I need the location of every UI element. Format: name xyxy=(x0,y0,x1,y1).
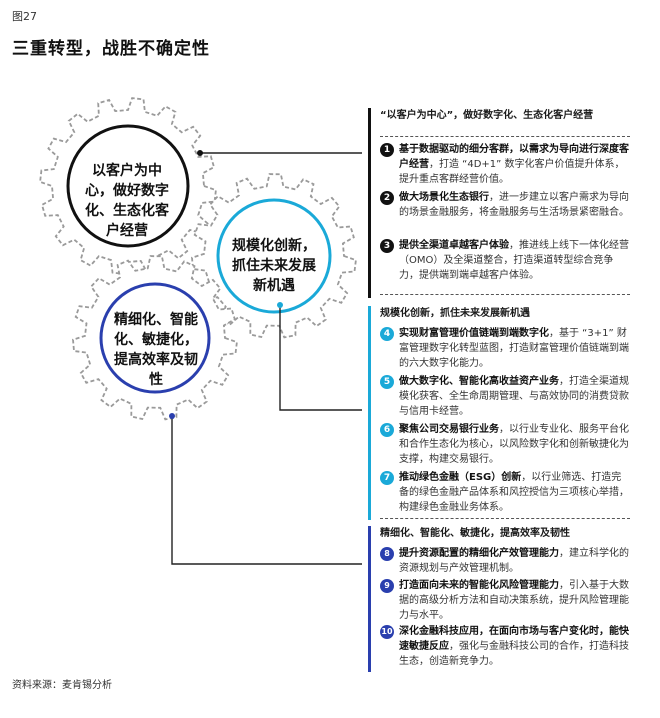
item-text: 聚焦公司交易银行业务，以行业专业化、服务平台化和合作生态化为核心，以风险数字化和… xyxy=(399,422,631,467)
item-rest: ，进一步建立以客户需求为导向的场景金融服务，将金融服务与生活场景紧密融合。 xyxy=(399,192,629,218)
section-bar xyxy=(368,108,371,298)
item-rest: ，打造 “4D+1” 数字化客户价值提升体系，提升重点客群经营价值。 xyxy=(399,159,625,185)
number-badge: 7 xyxy=(380,471,394,485)
number-badge: 5 xyxy=(380,375,394,389)
item-text: 做大场景化生态银行，进一步建立以客户需求为导向的场景金融服务，将金融服务与生活场… xyxy=(399,190,631,220)
number-badge: 3 xyxy=(380,239,394,253)
section-divider xyxy=(380,294,630,295)
connector-dot-1 xyxy=(197,150,203,156)
item-text: 打造面向未来的智能化风险管理能力，引入基于大数据的高级分析方法和自动决策系统，提… xyxy=(399,578,631,623)
gear-text-customer: 以客户为中心，做好数字化、生态化客户经营 xyxy=(85,163,169,239)
item-rest: ，以行业筛选、打造完备的绿色金融产品体系和风控授信为三项核心举措，构建绿色金融业… xyxy=(399,472,629,513)
gear-inner-ring xyxy=(66,124,190,248)
item-rest: ，基于 “3+1” 财富管理数字化转型蓝图，打造财富管理价值链端到端的六大数字化… xyxy=(399,328,629,369)
connector-dot-3 xyxy=(169,413,175,419)
item-text: 深化金融科技应用，在面向市场与客户变化时，能快速敏捷反应，强化与金融科技公司的合… xyxy=(399,624,631,669)
number-badge: 6 xyxy=(380,423,394,437)
item-text: 提供全渠道卓越客户体验，推进线上线下一体化经营（OMO）及全渠道整合，打造渠道转… xyxy=(399,238,631,283)
gear-inner-ring xyxy=(216,198,332,314)
item-bold: 打造面向未来的智能化风险管理能力 xyxy=(399,580,559,591)
section-title: 精细化、智能化、敏捷化，提高效率及韧性 xyxy=(380,528,570,539)
item-bold: 推动绿色金融（ESG）创新 xyxy=(399,472,522,483)
connector-lines xyxy=(171,152,362,565)
item-rest: ，强化与金融科技公司的合作，打造科技生态，创造新竞争力。 xyxy=(399,641,629,667)
number-badge: 8 xyxy=(380,547,394,561)
item-text: 推动绿色金融（ESG）创新，以行业筛选、打造完备的绿色金融产品体系和风控授信为三… xyxy=(399,470,631,515)
connector-dot-2 xyxy=(277,302,283,308)
item-rest: ，引入基于大数据的高级分析方法和自动决策系统，提升风险管理能力与水平。 xyxy=(399,580,629,621)
number-badge: 2 xyxy=(380,191,394,205)
item-rest: ，打造全渠道规模化获客、全生命周期管理、与高效协同的消费贷款与信用卡经营。 xyxy=(399,376,629,417)
section-divider xyxy=(380,136,630,137)
section-bar xyxy=(368,526,371,672)
gear-innovation xyxy=(191,173,357,339)
item-rest: ，推进线上线下一体化经营（OMO）及全渠道整合，打造渠道转型综合竞争力，提供端到… xyxy=(399,240,629,281)
item-bold: 基于数据驱动的细分客群，以需求为导向进行深度客户经营 xyxy=(399,144,629,170)
item-bold: 提供全渠道卓越客户体验 xyxy=(399,240,509,251)
gear-text-efficiency: 精细化、智能化、敏捷化，提高效率及韧性 xyxy=(114,312,198,388)
item-bold: 做大场景化生态银行 xyxy=(399,192,489,203)
figure-label: 图27 xyxy=(12,10,37,23)
section-title: 规模化创新，抓住未来发展新机遇 xyxy=(380,308,530,319)
connector-2 xyxy=(279,305,362,411)
section-customer: “以客户为中心”，做好数字化、生态化客户经营 1 基于数据驱动的细分客群，以需求… xyxy=(368,108,630,298)
gear-efficiency xyxy=(72,255,238,421)
gear-inner-ring xyxy=(99,282,211,394)
item-bold: 深化金融科技应用，在面向市场与客户变化时，能快速敏捷反应 xyxy=(399,626,629,652)
item-bold: 做大数字化、智能化高收益资产业务 xyxy=(399,376,559,387)
number-badge: 1 xyxy=(380,143,394,157)
item-text: 基于数据驱动的细分客群，以需求为导向进行深度客户经营，打造 “4D+1” 数字化… xyxy=(399,142,631,187)
item-bold: 实现财富管理价值链端到端数字化 xyxy=(399,328,549,339)
section-efficiency: 精细化、智能化、敏捷化，提高效率及韧性 8 提升资源配置的精细化产效管理能力，建… xyxy=(368,526,630,672)
item-text: 做大数字化、智能化高收益资产业务，打造全渠道规模化获客、全生命周期管理、与高效协… xyxy=(399,374,631,419)
section-innovation: 规模化创新，抓住未来发展新机遇 4 实现财富管理价值链端到端数字化，基于 “3+… xyxy=(368,306,630,520)
number-badge: 9 xyxy=(380,579,394,593)
gear-text-innovation: 规模化创新，抓住未来发展新机遇 xyxy=(232,238,316,294)
number-badge: 10 xyxy=(380,625,394,639)
section-divider xyxy=(380,518,630,519)
gear-customer-centric xyxy=(39,97,217,275)
item-rest: ，建立科学化的资源规划与产效管理机制。 xyxy=(399,548,629,574)
item-bold: 聚焦公司交易银行业务 xyxy=(399,424,499,435)
section-bar xyxy=(368,306,371,520)
page-title: 三重转型，战胜不确定性 xyxy=(12,39,210,59)
item-rest: ，以行业专业化、服务平台化和合作生态化为核心，以风险数字化和创新敏捷化为支撑，构… xyxy=(399,424,629,465)
section-title: “以客户为中心”，做好数字化、生态化客户经营 xyxy=(380,110,594,121)
item-bold: 提升资源配置的精细化产效管理能力 xyxy=(399,548,559,559)
connector-3 xyxy=(171,416,362,565)
item-text: 提升资源配置的精细化产效管理能力，建立科学化的资源规划与产效管理机制。 xyxy=(399,546,631,576)
number-badge: 4 xyxy=(380,327,394,341)
source-note: 资料来源：麦肯锡分析 xyxy=(12,680,112,691)
item-text: 实现财富管理价值链端到端数字化，基于 “3+1” 财富管理数字化转型蓝图，打造财… xyxy=(399,326,631,371)
